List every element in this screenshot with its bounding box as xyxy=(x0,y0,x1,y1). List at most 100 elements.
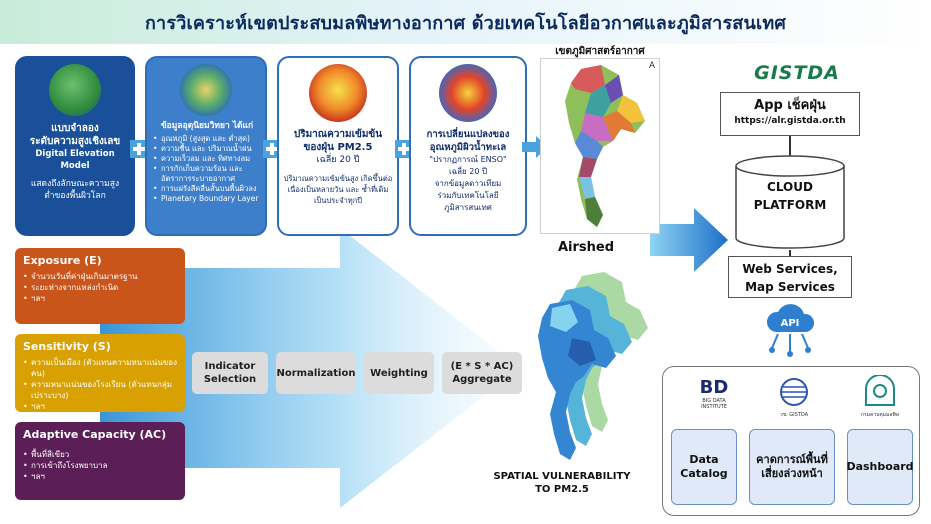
cloud-line-2: PLATFORM xyxy=(753,198,827,212)
exposure-list: จำนวนวันที่ค่าฝุ่นเกินมาตรฐาน ระยะห่างจา… xyxy=(23,271,177,304)
list-item: ความชื้น และ ปริมาณน้ำฝน xyxy=(153,144,261,154)
sst-line-3: จากข้อมูลดาวเทียม xyxy=(434,179,502,188)
logo-pcd: กรมควบคุมมลพิษ xyxy=(853,374,907,419)
plus-icon xyxy=(263,140,281,158)
step-normalization: Normalization xyxy=(276,352,356,394)
services-line-1: Web Services, xyxy=(742,262,838,276)
sst-line-4: ร่วมกับเทคโนโลยี xyxy=(437,191,499,200)
web-services-box[interactable]: Web Services, Map Services xyxy=(728,256,852,298)
sst-heading-2: อุณหภูมิผิวน้ำทะเล xyxy=(429,142,507,153)
cloud-connector xyxy=(789,250,791,258)
cloud-platform-label: CLOUD PLATFORM xyxy=(734,178,846,214)
airshed-label: Airshed xyxy=(558,240,615,255)
page-title: การวิเคราะห์เขตประสบมลพิษทางอากาศ ด้วยเท… xyxy=(144,12,787,34)
app-connector xyxy=(789,136,791,156)
dem-desc-1: แสดงถึงลักษณะความสูง xyxy=(30,179,120,189)
pcd-logo-caption: กรมควบคุมมลพิษ xyxy=(861,412,899,418)
airshed-map: A xyxy=(540,58,660,234)
step-line: Weighting xyxy=(370,367,428,379)
list-item: พื้นที่สีเขียว xyxy=(23,449,177,460)
list-item: ระยะห่างจากแหล่งกำเนิด xyxy=(23,282,177,293)
step-line: Aggregate xyxy=(452,374,512,385)
dashboard-button[interactable]: Dashboard xyxy=(846,429,914,505)
forecast-risk-button[interactable]: คาดการณ์พื้นที่เสี่ยงล่วงหน้า xyxy=(749,429,835,505)
button-line: คาดการณ์พื้นที่ xyxy=(756,453,828,466)
bdi-logo-text: BD xyxy=(699,377,729,398)
map-corner-letter: A xyxy=(648,61,655,71)
logo-bdi: BD BIG DATA INSTITUTE xyxy=(689,377,739,410)
sensitivity-card: Sensitivity (S) ความเป็นเมือง (ตัวแทนควา… xyxy=(15,334,185,412)
app-url[interactable]: https://alr.gistda.or.th xyxy=(734,116,846,126)
services-line-2: Map Services xyxy=(745,280,835,294)
list-item: อุณหภูมิ (สูงสุด และ ต่ำสุด) xyxy=(153,134,261,144)
step-line: Normalization xyxy=(276,367,356,379)
list-item: จำนวนวันที่ค่าฝุ่นเกินมาตรฐาน xyxy=(23,271,177,282)
vulnerability-map-stack xyxy=(538,272,648,460)
list-item: การกักเก็บความร้อน และ อัตราการระบายอากา… xyxy=(153,164,261,184)
sst-card: การเปลี่ยนแปลงของ อุณหภูมิผิวน้ำทะเล "ปร… xyxy=(409,56,527,236)
list-item: Planetary Boundary Layer xyxy=(153,194,261,204)
button-line: Data xyxy=(689,453,719,466)
api-label: API xyxy=(780,318,800,329)
dem-heading-1: แบบจำลอง xyxy=(51,123,99,134)
plus-icon xyxy=(395,140,413,158)
api-cloud-icon xyxy=(766,304,815,357)
sensitivity-title: Sensitivity (S) xyxy=(23,340,111,353)
step-line: (E * S * AC) xyxy=(450,361,514,372)
sst-line-2: เฉลี่ย 20 ปี xyxy=(448,167,488,176)
cloud-line-1: CLOUD xyxy=(767,180,813,194)
logo-center: วช. GISTDA xyxy=(769,377,819,419)
sensitivity-list: ความเป็นเมือง (ตัวแทนความหนาแน่นของคน) ค… xyxy=(23,357,177,412)
sst-line-5: ภูมิสารสนเทศ xyxy=(444,203,492,212)
list-item: ความเป็นเมือง (ตัวแทนความหนาแน่นของคน) xyxy=(23,357,177,379)
list-item: ความเร็วลม และ ทิศทางลม xyxy=(153,154,261,164)
pcd-logo-icon xyxy=(865,374,895,406)
sst-heading-1: การเปลี่ยนแปลงของ xyxy=(426,129,510,140)
adaptive-capacity-list: พื้นที่สีเขียว การเข้าถึงโรงพยาบาล ฯลฯ xyxy=(23,449,177,482)
adaptive-capacity-title: Adaptive Capacity (AC) xyxy=(23,428,167,441)
app-title: App เช็คฝุ่น xyxy=(754,98,826,113)
pm25-heading-1: ปริมาณความเข้มข้น xyxy=(293,129,383,140)
cloud-platform-cylinder xyxy=(735,155,845,249)
button-line: Dashboard xyxy=(846,460,914,473)
button-line: เสี่ยงล่วงหน้า xyxy=(761,467,823,480)
meteorology-heading: ข้อมูลอุตุนิยมวิทยา ได้แก่ xyxy=(160,121,254,131)
dem-heading-2: ระดับความสูงเชิงเลข xyxy=(29,136,121,147)
dem-heading-3: Digital Elevation Model xyxy=(35,149,115,171)
adaptive-capacity-card: Adaptive Capacity (AC) พื้นที่สีเขียว กา… xyxy=(15,422,185,500)
pm25-sub: เฉลี่ย 20 ปี xyxy=(316,155,360,165)
button-line: Catalog xyxy=(680,467,728,480)
meteorology-image xyxy=(180,64,232,116)
center-logo-caption: วช. GISTDA xyxy=(779,412,809,418)
meteorology-list: อุณหภูมิ (สูงสุด และ ต่ำสุด) ความชื้น แล… xyxy=(153,134,261,204)
map-to-cloud-arrow xyxy=(650,208,728,272)
step-aggregate: (E * S * AC) Aggregate xyxy=(442,352,522,394)
thailand-dem-image xyxy=(49,64,101,116)
globe-logo-icon xyxy=(780,378,808,406)
list-item: การแผ่รังสีคลื่นสั้นบนพื้นผิวลง xyxy=(153,184,261,194)
vulnerability-line-2: TO PM2.5 xyxy=(535,484,589,495)
gistda-logo: GISTDA xyxy=(754,62,840,84)
meteorology-card: ข้อมูลอุตุนิยมวิทยา ได้แก่ อุณหภูมิ (สูง… xyxy=(145,56,267,236)
step-line: Indicator xyxy=(204,361,256,372)
list-item: ความหนาแน่นของโรงเรียน (ตัวแทนกลุ่มเปราะ… xyxy=(23,379,177,401)
app-box[interactable]: App เช็คฝุ่น https://alr.gistda.or.th xyxy=(720,92,860,136)
dem-card: แบบจำลอง ระดับความสูงเชิงเลข Digital Ele… xyxy=(15,56,135,236)
airshed-map-title: เขตภูมิศาสตร์อากาศ xyxy=(555,46,645,57)
sst-line-1: "ปรากฏการณ์ ENSO" xyxy=(429,155,507,164)
vulnerability-label: SPATIAL VULNERABILITY TO PM2.5 xyxy=(482,470,642,496)
step-line: Selection xyxy=(203,374,257,385)
thailand-airshed-map xyxy=(565,65,645,227)
exposure-title: Exposure (E) xyxy=(23,254,102,267)
list-item: ฯลฯ xyxy=(23,401,177,412)
portal-box: BD BIG DATA INSTITUTE วช. GISTDA กรมควบค… xyxy=(662,366,920,516)
dem-desc-2: ต่ำของพื้นผิวโลก xyxy=(44,191,106,201)
step-weighting: Weighting xyxy=(364,352,434,394)
title-bar: การวิเคราะห์เขตประสบมลพิษทางอากาศ ด้วยเท… xyxy=(0,0,931,44)
exposure-card: Exposure (E) จำนวนวันที่ค่าฝุ่นเกินมาตรฐ… xyxy=(15,248,185,324)
pm25-desc: ปริมาณความเข้มข้นสูง เกิดขึ้นต่อเนื่องเป… xyxy=(283,174,393,205)
sst-image xyxy=(439,64,497,122)
pm25-card: ปริมาณความเข้มข้น ของฝุ่น PM2.5 เฉลี่ย 2… xyxy=(277,56,399,236)
